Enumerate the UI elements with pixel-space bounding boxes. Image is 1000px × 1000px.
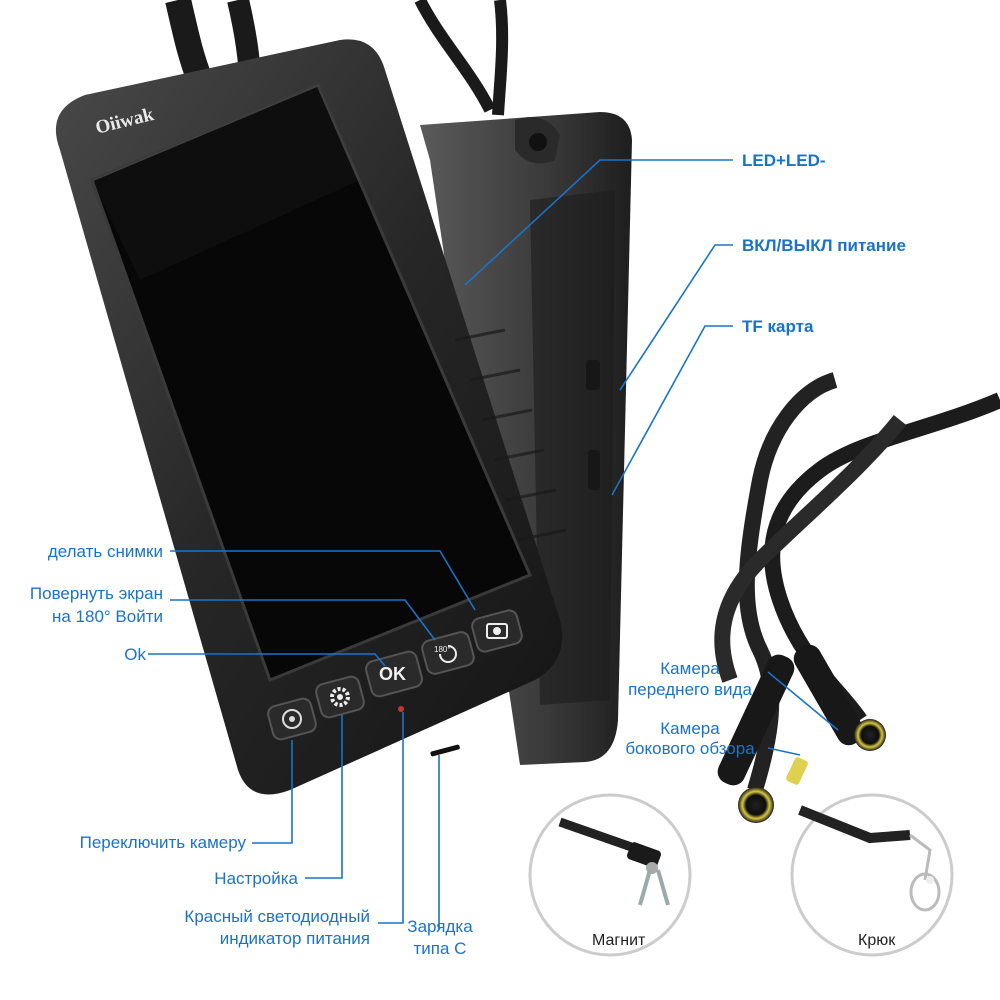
front-camera-label-line2: переднего вида [628,680,752,699]
rotate-label-line1: Повернуть экран [29,584,163,603]
red-led-indicator [398,706,404,712]
power-label: ВКЛ/ВЫКЛ питание [742,236,906,255]
front-camera-lens-2 [738,787,774,823]
device-back-unit [420,112,632,765]
gear-icon [330,687,350,707]
hook-accessory [790,793,954,957]
magnet-accessory [528,793,692,957]
ok-button [365,650,423,698]
charge-label-line1: Зарядка [407,917,473,936]
rotate-button-label: 180° [434,645,451,654]
led-label: LED+LED- [742,151,826,170]
front-camera-lens [854,719,886,751]
snapshot-label: делать снимки [47,542,163,561]
type-c-port [430,744,460,757]
charge-label-line2: типа С [413,939,467,958]
tf-card-label: TF карта [742,317,814,336]
camera-snapshot-icon [486,623,508,639]
ok-label: Ok [124,645,146,664]
hook-label: Крюк [858,932,896,949]
magnet-label: Магнит [592,932,646,949]
red-led-label-line2: индикатор питания [219,929,370,948]
rotate-button [421,631,475,675]
callout-lines [148,159,839,930]
device-buttons [267,609,523,757]
side-camera-lens [786,757,808,785]
side-camera-label-line2: бокового обзора [625,739,755,758]
rotate-180-icon [439,645,457,663]
ok-button-label: OK [379,664,406,684]
red-led-label-line1: Красный светодиодный [184,907,370,926]
camera-switch-icon [282,709,302,729]
probe-cable [714,372,1000,823]
side-camera-label-line1: Камера [660,719,720,738]
device-front [55,39,567,795]
front-camera-label-line1: Камера [660,659,720,678]
rotate-label-line2: на 180° Войти [51,607,163,626]
settings-label: Настройка [214,869,298,888]
switch-camera-label: Переключить камеру [79,833,246,852]
